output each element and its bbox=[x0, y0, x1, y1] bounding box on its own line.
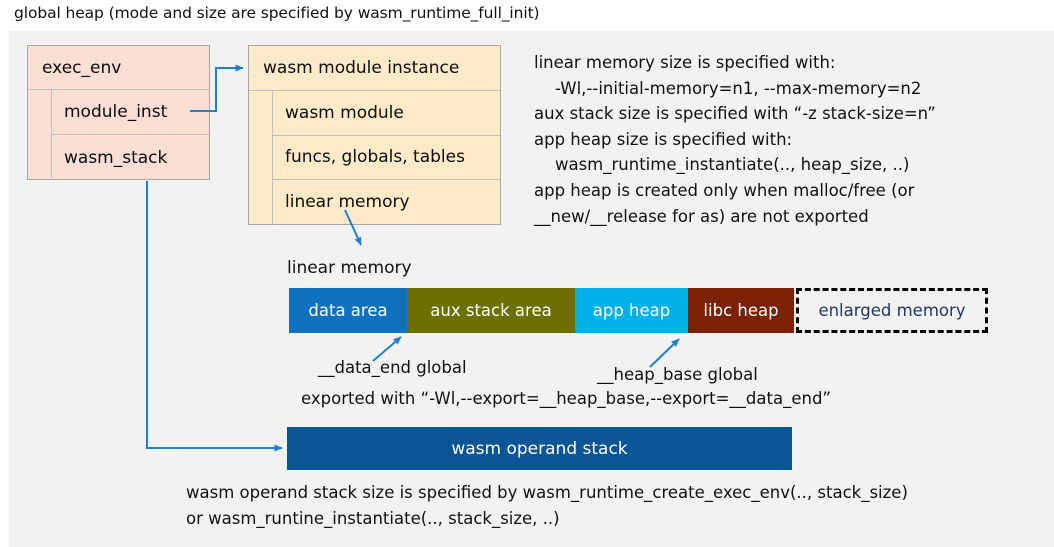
exec-env-field-module-inst: module_inst bbox=[28, 90, 209, 135]
annotation-exported-flags: exported with “-Wl,--export=__heap_base,… bbox=[301, 389, 831, 408]
exec-env-field-label: wasm_stack bbox=[64, 147, 168, 168]
memory-segment-label: data area bbox=[308, 301, 388, 320]
exec-env-gutter bbox=[28, 135, 52, 180]
linear-memory-notes: linear memory size is specified with: -W… bbox=[534, 53, 936, 226]
wasm-module-instance-box: wasm module instance wasm module funcs, … bbox=[248, 45, 501, 225]
linear-memory-strip-label: linear memory bbox=[287, 258, 412, 278]
exec-env-gutter bbox=[28, 90, 52, 135]
wasm-operand-stack-bar: wasm operand stack bbox=[287, 427, 792, 470]
memory-segment-app-heap: app heap bbox=[575, 288, 688, 333]
module-instance-field-wasm-module: wasm module bbox=[249, 91, 500, 136]
annotation-heap-base: __heap_base global bbox=[597, 365, 758, 384]
memory-segment-label: enlarged memory bbox=[818, 301, 966, 320]
memory-segment-libc-heap: libc heap bbox=[688, 288, 794, 333]
memory-segment-enlarged-memory: enlarged memory bbox=[796, 288, 988, 333]
module-instance-field-label: linear memory bbox=[285, 192, 410, 213]
operand-stack-notes: wasm operand stack size is specified by … bbox=[186, 483, 908, 528]
wasm-operand-stack-label: wasm operand stack bbox=[451, 438, 628, 459]
memory-segment-label: app heap bbox=[592, 301, 671, 320]
memory-segment-data-area: data area bbox=[289, 288, 407, 333]
module-instance-field-label: funcs, globals, tables bbox=[273, 136, 500, 181]
exec-env-box: exec_env module_inst wasm_stack bbox=[27, 45, 210, 180]
exec-env-title: exec_env bbox=[28, 46, 209, 90]
exec-env-field-label: module_inst bbox=[52, 90, 209, 135]
module-instance-gutter bbox=[249, 135, 273, 181]
linear-memory-strip: data area aux stack area app heap libc h… bbox=[289, 288, 988, 333]
module-instance-title: wasm module instance bbox=[249, 46, 500, 91]
module-instance-field-funcs-globals-tables: funcs, globals, tables bbox=[249, 135, 500, 181]
exec-env-field-wasm-stack: wasm_stack bbox=[28, 135, 209, 180]
annotation-data-end: __data_end global bbox=[318, 358, 467, 377]
page-title: global heap (mode and size are specified… bbox=[14, 4, 540, 22]
memory-segment-aux-stack-area: aux stack area bbox=[407, 288, 575, 333]
module-instance-field-label: wasm module bbox=[273, 91, 500, 136]
memory-segment-label: libc heap bbox=[703, 301, 779, 320]
module-instance-field-linear-memory: linear memory bbox=[249, 180, 500, 225]
memory-segment-label: aux stack area bbox=[430, 301, 552, 320]
module-instance-gutter bbox=[249, 180, 273, 225]
module-instance-gutter bbox=[249, 91, 273, 136]
